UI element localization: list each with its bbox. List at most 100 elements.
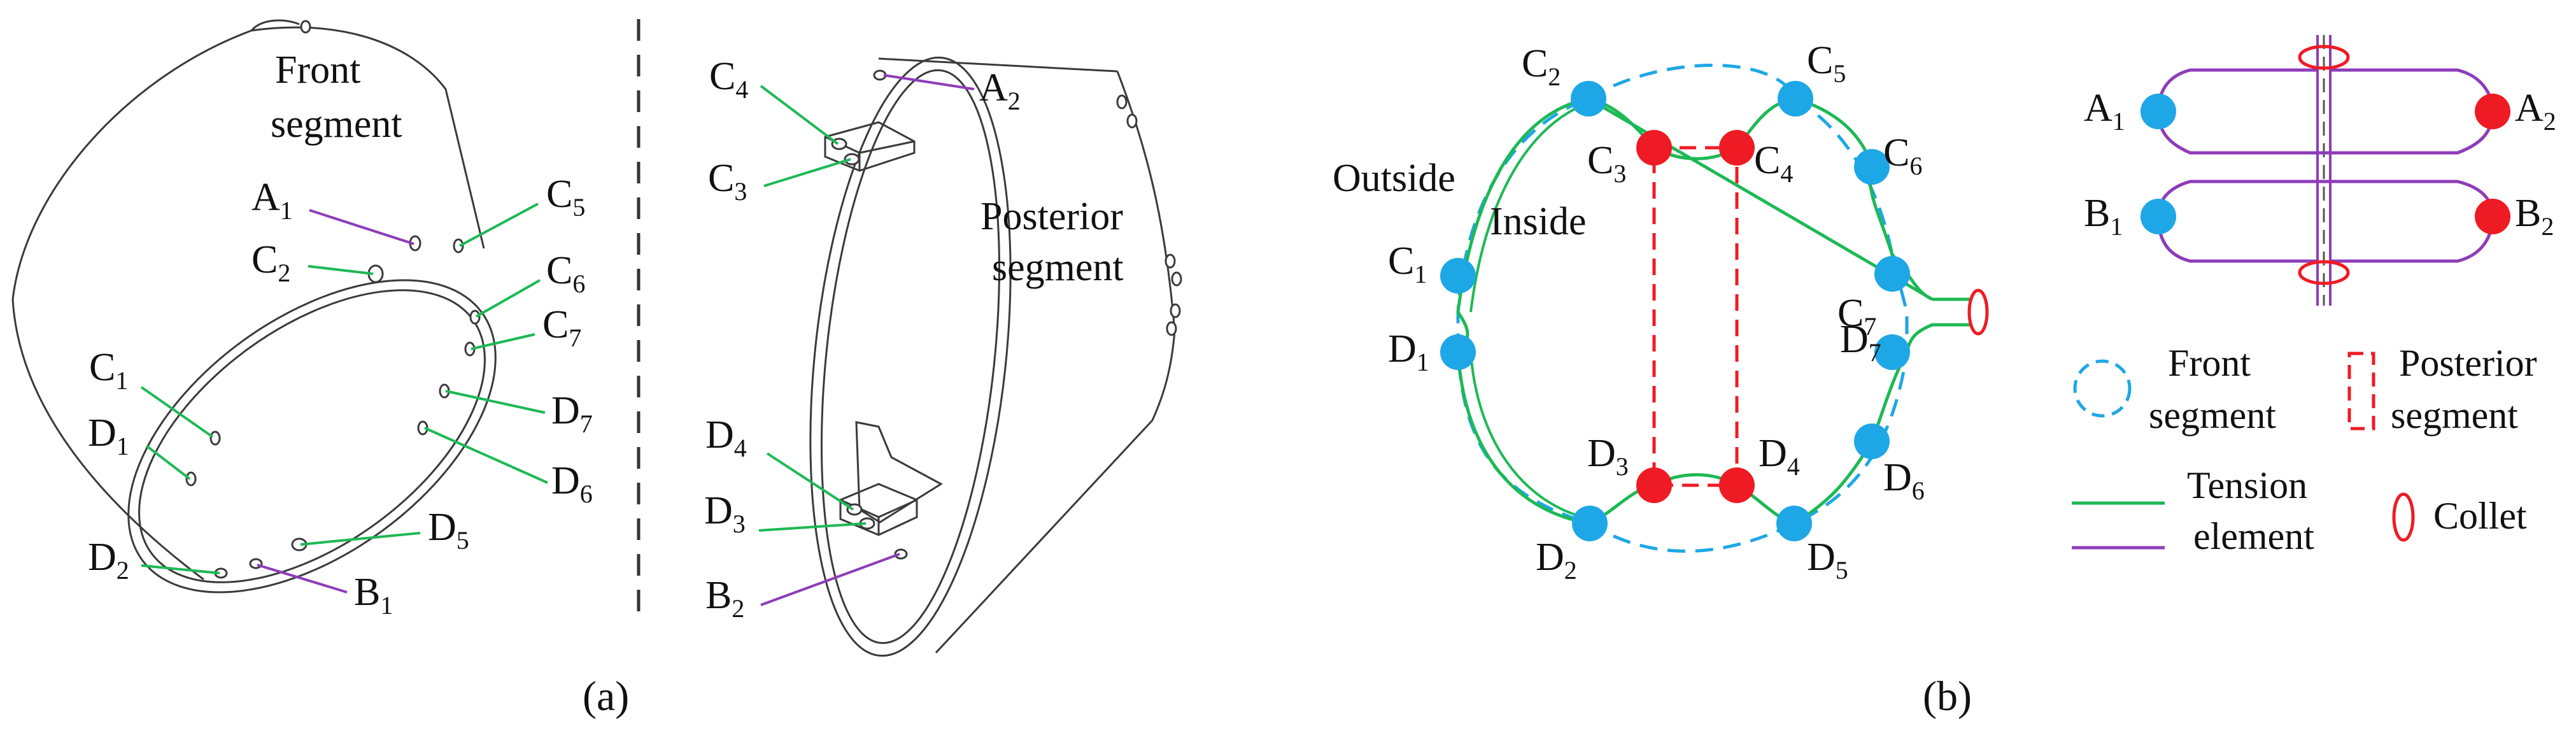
leader-b1	[257, 564, 348, 594]
legend-front-segment-line1: Front	[2168, 342, 2251, 384]
label-d2-front: D2	[88, 536, 129, 585]
label-d5-front: D5	[428, 506, 469, 555]
posterior-segment-title-line2: segment	[992, 246, 1124, 289]
label-c1-b: C1	[1388, 239, 1427, 288]
label-d7-front: D7	[551, 389, 593, 438]
label-d5-b: D5	[1807, 536, 1848, 585]
label-c6-front: C6	[546, 249, 585, 298]
panel-a: Front segment A1 C2 C5 C6 C7 C1 D1 D7 D6…	[11, 19, 1182, 720]
node-c7	[1874, 256, 1910, 292]
label-d7-b: D7	[1840, 318, 1881, 367]
label-c4-posterior: C4	[709, 55, 748, 104]
label-a1-front: A1	[251, 176, 293, 225]
ab-schematic: A1 A2 B1 B2	[2084, 35, 2556, 306]
collet-loop-right	[1967, 288, 1989, 336]
label-d6-b: D6	[1883, 456, 1925, 505]
leader-d2	[141, 564, 220, 574]
label-a2-b: A2	[2515, 87, 2556, 136]
node-a1	[2141, 94, 2176, 129]
caption-b: (b)	[1923, 673, 1972, 720]
tension-a	[2156, 68, 2495, 155]
leader-c2	[308, 265, 374, 275]
node-d1	[1440, 334, 1476, 370]
leader-d7	[445, 390, 546, 414]
legend-tension-element-line1: Tension	[2187, 464, 2307, 506]
node-d7	[1874, 334, 1910, 370]
label-c2-front: C2	[251, 238, 290, 287]
node-d3	[1636, 467, 1672, 503]
label-d3-posterior: D3	[704, 489, 746, 538]
legend-posterior-segment-line1: Posterior	[2399, 342, 2537, 384]
label-c2-b: C2	[1522, 42, 1560, 91]
label-c5-b: C5	[1807, 39, 1846, 88]
label-c6-b: C6	[1883, 131, 1922, 180]
label-c3-b: C3	[1587, 139, 1626, 188]
label-c3-posterior: C3	[708, 157, 747, 206]
caption-a: (a)	[583, 673, 629, 720]
leader-c4	[760, 85, 839, 145]
label-d3-b: D3	[1587, 432, 1629, 481]
leader-c3	[763, 158, 851, 187]
posterior-segment-drawing	[809, 56, 1182, 657]
label-d2-b: D2	[1536, 536, 1577, 585]
tension-path-inner	[1469, 101, 1591, 520]
node-c2	[1571, 81, 1606, 117]
node-c6	[1854, 149, 1890, 185]
tension-b	[2156, 180, 2495, 263]
node-b1	[2141, 199, 2176, 234]
label-c1-front: C1	[89, 346, 128, 395]
posterior-segment-outline	[1652, 146, 1739, 487]
legend: Front segment Posterior segment Tension …	[2072, 342, 2537, 557]
label-c5-front: C5	[546, 173, 585, 222]
label-b2-b: B2	[2515, 192, 2554, 241]
node-d2	[1572, 506, 1608, 541]
leader-b2	[760, 553, 900, 606]
leader-d5	[300, 532, 421, 546]
node-d6	[1854, 423, 1890, 459]
node-b2	[2475, 199, 2510, 234]
label-b1-b: B1	[2084, 192, 2123, 241]
label-a1-b: A1	[2084, 87, 2125, 136]
panel-b: Outside Inside C2 C5 C3 C4 C6 C1 C7 D1 D…	[1333, 35, 2556, 720]
leader-d6	[424, 427, 548, 484]
label-d1-b: D1	[1388, 327, 1429, 376]
leader-c7	[471, 333, 535, 350]
label-c7-b: C7	[1837, 292, 1876, 341]
leader-c1	[140, 386, 214, 438]
node-a2	[2475, 94, 2510, 129]
legend-collet-label: Collet	[2433, 495, 2527, 537]
legend-tension-element-line2: element	[2193, 515, 2314, 557]
leader-a2	[883, 74, 975, 90]
leader-c6	[476, 279, 541, 318]
label-d6-front: D6	[551, 459, 593, 508]
legend-front-segment-line2: segment	[2149, 394, 2276, 436]
node-c4	[1719, 130, 1755, 166]
legend-front-segment-swatch	[2073, 359, 2132, 418]
node-d5	[1776, 506, 1812, 541]
label-c7-front: C7	[542, 303, 581, 352]
collet-top	[2298, 45, 2350, 70]
outside-label: Outside	[1333, 157, 1455, 200]
node-c3	[1636, 130, 1672, 166]
leader-d1	[145, 445, 191, 480]
label-a2-posterior: A2	[979, 66, 1021, 115]
node-c5	[1778, 81, 1813, 117]
leader-a1	[309, 209, 414, 245]
label-b1-front: B1	[354, 571, 393, 620]
legend-collet-swatch	[2392, 492, 2415, 542]
collet-bottom	[2298, 260, 2350, 285]
node-d4	[1719, 467, 1755, 503]
node-c1	[1440, 258, 1476, 294]
label-d1-front: D1	[88, 411, 129, 460]
legend-posterior-segment-swatch	[2347, 352, 2375, 430]
label-d4-posterior: D4	[705, 413, 747, 462]
posterior-segment-title-line1: Posterior	[980, 195, 1123, 238]
leader-d3	[758, 522, 867, 532]
label-c4-b: C4	[1754, 139, 1793, 188]
front-segment-title-line2: segment	[271, 103, 402, 146]
leader-d4	[766, 452, 854, 511]
legend-posterior-segment-line2: segment	[2391, 394, 2518, 436]
label-b2-posterior: B2	[705, 574, 744, 623]
front-segment-title-line1: Front	[275, 48, 360, 92]
